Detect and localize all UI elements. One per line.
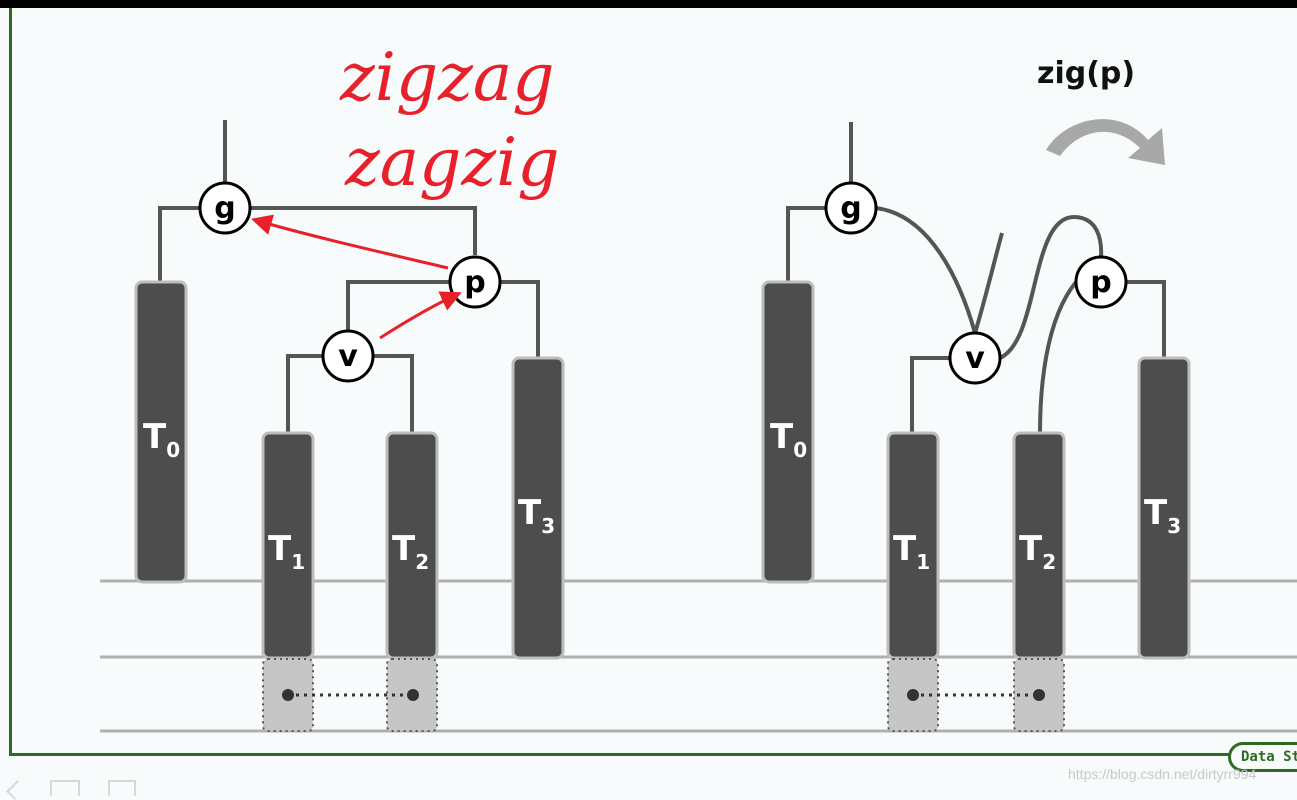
rotation-indicator: zig(p)	[1037, 56, 1165, 165]
before-tree: T0 T1 T2 T3 g p v	[134, 120, 565, 732]
red-arrow-p-to-g	[250, 214, 449, 270]
watermark: https://blog.csdn.net/dirtyrr994	[1068, 766, 1257, 782]
before-ext-dot	[407, 689, 419, 701]
after-ext-dot	[1033, 689, 1045, 701]
after-node-g: g	[824, 181, 878, 235]
svg-text:p: p	[464, 265, 485, 300]
after-block-t0	[761, 280, 815, 584]
before-block-t0	[134, 280, 188, 584]
before-label-t3: T3	[518, 493, 555, 538]
svg-text:g: g	[840, 191, 861, 226]
handwritten-zagzig: zagzig	[344, 124, 560, 201]
after-label-t2: T2	[1019, 529, 1056, 574]
after-edges	[786, 122, 1166, 434]
footer-badge: Data St	[1228, 742, 1297, 772]
slide-frame	[9, 8, 1297, 756]
svg-text:v: v	[338, 339, 358, 374]
bottom-toolbar	[0, 772, 200, 800]
pen-icon[interactable]	[108, 780, 136, 796]
after-block-t3	[1137, 356, 1191, 660]
before-node-p: p	[448, 255, 502, 309]
after-label-t3: T3	[1144, 493, 1181, 538]
red-arrow-v-to-p	[379, 291, 462, 340]
before-ext-dot	[282, 689, 294, 701]
svg-text:g: g	[214, 191, 235, 226]
after-tree: T0 T1 T2 T3 g v p	[761, 122, 1191, 732]
before-node-v: v	[321, 329, 375, 383]
handwritten-annotation: zigzag zagzig	[339, 39, 560, 201]
rotation-label: zig(p)	[1037, 56, 1135, 91]
after-node-v: v	[948, 331, 1002, 385]
before-label-t1: T1	[268, 529, 305, 574]
before-node-g: g	[198, 181, 252, 235]
before-label-t0: T0	[143, 417, 180, 462]
before-edges	[158, 120, 540, 433]
after-ext-dot	[907, 689, 919, 701]
after-label-t1: T1	[893, 529, 930, 574]
handwritten-zigzag: zigzag	[339, 39, 555, 116]
svg-text:p: p	[1090, 265, 1111, 300]
after-node-p: p	[1074, 255, 1128, 309]
rotate-arrow-icon	[1046, 119, 1165, 165]
before-label-t2: T2	[392, 529, 429, 574]
list-icon[interactable]	[50, 780, 80, 796]
top-bar	[0, 0, 1297, 8]
before-block-t3	[511, 356, 565, 660]
svg-text:v: v	[965, 341, 985, 376]
after-label-t0: T0	[770, 417, 807, 462]
back-icon[interactable]	[6, 780, 26, 800]
